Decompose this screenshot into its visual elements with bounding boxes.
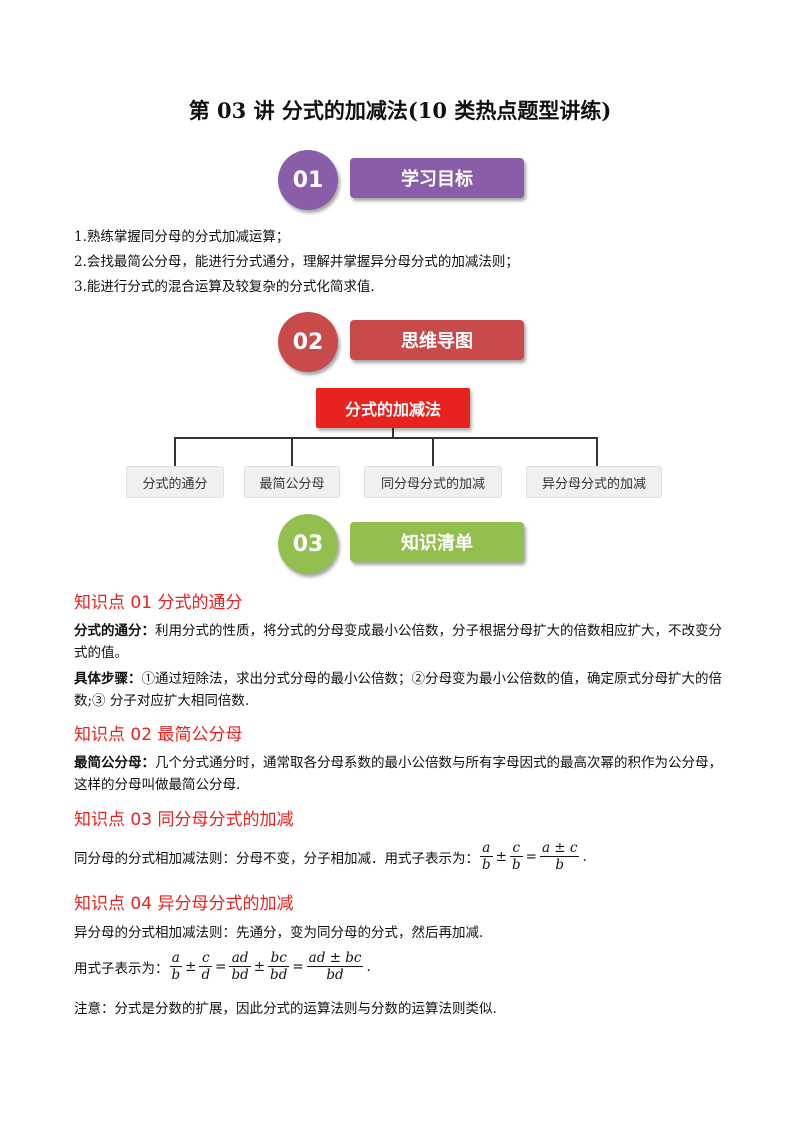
numerator: c — [509, 840, 523, 857]
section-number: 01 — [278, 150, 338, 210]
mindmap-root: 分式的加减法 — [316, 388, 470, 428]
kp2-heading: 知识点 02 最简公分母 — [74, 725, 243, 745]
denominator: b — [555, 857, 565, 873]
plus-minus-sign: ± — [495, 848, 507, 865]
numerator: c — [199, 950, 213, 967]
mindmap-branch: 异分母分式的加减 — [526, 466, 662, 498]
kp1-paragraph: 分式的通分：利用分式的性质，将分式的分母变成最小公倍数，分子根据分母扩大的倍数相… — [74, 620, 734, 664]
mindmap-connector — [174, 437, 176, 466]
numerator: bc — [268, 950, 290, 967]
kp1-steps-text: ①通过短除法，求出分式分母的最小公倍数；②分母变为最小公倍数的值，确定原式分母扩… — [74, 671, 722, 709]
period: . — [366, 958, 371, 975]
mindmap-branch: 最简公分母 — [244, 466, 340, 498]
mindmap-branch: 分式的通分 — [126, 466, 224, 498]
equals-sign: = — [525, 848, 537, 865]
denominator: bd — [231, 967, 249, 983]
objective-1: 1.熟练掌握同分母的分式加减运算； — [74, 229, 290, 245]
kp4-note: 注意：分式是分数的扩展，因此分式的运算法则与分数的运算法则类似. — [74, 1001, 497, 1017]
objective-2: 2.会找最简公分母，能进行分式通分，理解并掌握异分母分式的加减法则； — [74, 254, 519, 270]
equals-sign: = — [292, 958, 304, 975]
kp1-heading: 知识点 01 分式的通分 — [74, 593, 243, 613]
mindmap-connector — [291, 437, 293, 466]
section-badge-03: 03 知识清单 — [278, 514, 528, 574]
kp1-steps-term: 具体步骤： — [74, 671, 142, 687]
section-badge-02: 02 思维导图 — [278, 312, 528, 372]
kp2-text: 几个分式通分时，通常取各分母系数的最小公倍数与所有字母因式的最高次幂的积作为公分… — [74, 755, 722, 793]
section-label: 学习目标 — [350, 158, 524, 198]
denominator: b — [482, 857, 491, 873]
section-number: 02 — [278, 312, 338, 372]
section-label: 思维导图 — [350, 320, 524, 360]
kp4-text: 异分母的分式相加减法则：先通分，变为同分母的分式，然后再加减. — [74, 925, 484, 941]
kp1-term: 分式的通分： — [74, 623, 155, 639]
period: . — [582, 848, 587, 865]
kp1-steps: 具体步骤：①通过短除法，求出分式分母的最小公倍数；②分母变为最小公倍数的值，确定… — [74, 668, 734, 712]
section-label: 知识清单 — [350, 522, 524, 562]
mindmap-connector — [596, 437, 598, 466]
kp3-text: 同分母的分式相加减法则：分母不变，分子相加减．用式子表示为： — [74, 850, 479, 867]
kp2-term: 最简公分母： — [74, 755, 155, 771]
numerator: ad ± bc — [306, 950, 364, 967]
mindmap-connector — [174, 437, 598, 439]
numerator: a — [169, 950, 183, 967]
kp1-text: 利用分式的性质，将分式的分母变成最小公倍数，分子根据分母扩大的倍数相应扩大，不改… — [74, 623, 722, 661]
numerator: a ± c — [539, 840, 580, 857]
denominator: b — [511, 857, 521, 873]
denominator: bd — [270, 967, 288, 983]
page-title: 第 03 讲 分式的加减法(10 类热点题型讲练) — [188, 98, 612, 123]
denominator: d — [201, 967, 211, 983]
objective-3: 3.能进行分式的混合运算及较复杂的分式化简求值. — [74, 279, 375, 295]
mindmap-connector — [392, 428, 394, 438]
numerator: a — [480, 840, 493, 857]
kp4-prefix: 用式子表示为： — [74, 960, 169, 977]
section-badge-01: 01 学习目标 — [278, 150, 528, 210]
kp4-heading: 知识点 04 异分母分式的加减 — [74, 894, 294, 914]
kp2-paragraph: 最简公分母：几个分式通分时，通常取各分母系数的最小公倍数与所有字母因式的最高次幂… — [74, 752, 734, 796]
section-number: 03 — [278, 514, 338, 574]
denominator: b — [171, 967, 181, 983]
mindmap-branch: 同分母分式的加减 — [364, 466, 502, 498]
numerator: ad — [229, 950, 251, 967]
denominator: bd — [326, 967, 344, 983]
plus-minus-sign: ± — [185, 958, 197, 975]
plus-minus-sign: ± — [253, 958, 266, 975]
kp3-heading: 知识点 03 同分母分式的加减 — [74, 810, 294, 830]
mindmap-connector — [432, 437, 434, 466]
equals-sign: = — [215, 958, 227, 975]
